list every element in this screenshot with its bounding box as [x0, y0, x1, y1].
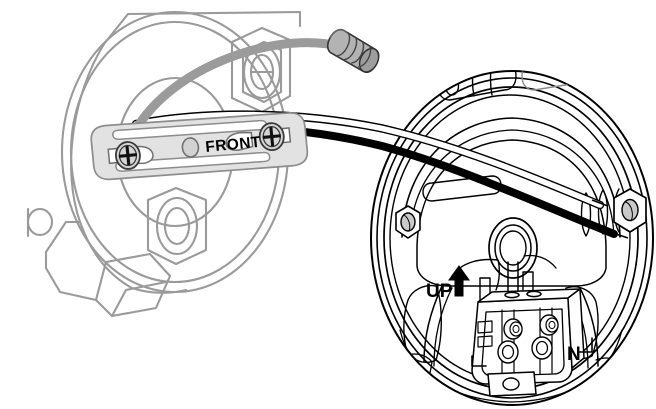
mounting-boss-left — [395, 205, 421, 239]
center-stud-collar — [488, 217, 538, 279]
bottom-mounting-tab — [487, 371, 537, 397]
round-fixture-canopy — [370, 70, 654, 406]
bracket-center-hole — [181, 137, 200, 158]
mounting-boss-right — [613, 188, 647, 233]
leader-line-n — [577, 337, 593, 353]
terminal-screw-3 — [497, 340, 519, 364]
terminal-screw-2 — [539, 314, 559, 336]
terminal-screw-4 — [531, 336, 553, 360]
leader-line-left — [471, 355, 487, 367]
up-arrow-icon — [448, 265, 470, 297]
up-indicator-group: UP — [426, 265, 470, 302]
phillips-screw-right — [258, 122, 285, 152]
terminal-screw-1 — [503, 318, 523, 340]
neutral-wire-white — [131, 110, 609, 210]
terminal-block — [471, 288, 585, 385]
mounting-strap-bracket: FRONT — [90, 112, 309, 181]
canopy-rim-line-2 — [376, 77, 648, 399]
front-label: FRONT — [205, 134, 262, 156]
ground-wire-gray — [133, 38, 345, 131]
wire-nut-connector — [326, 28, 380, 74]
neutral-label: N — [567, 344, 581, 365]
up-label: UP — [426, 281, 453, 302]
phillips-screw-left — [114, 141, 141, 170]
